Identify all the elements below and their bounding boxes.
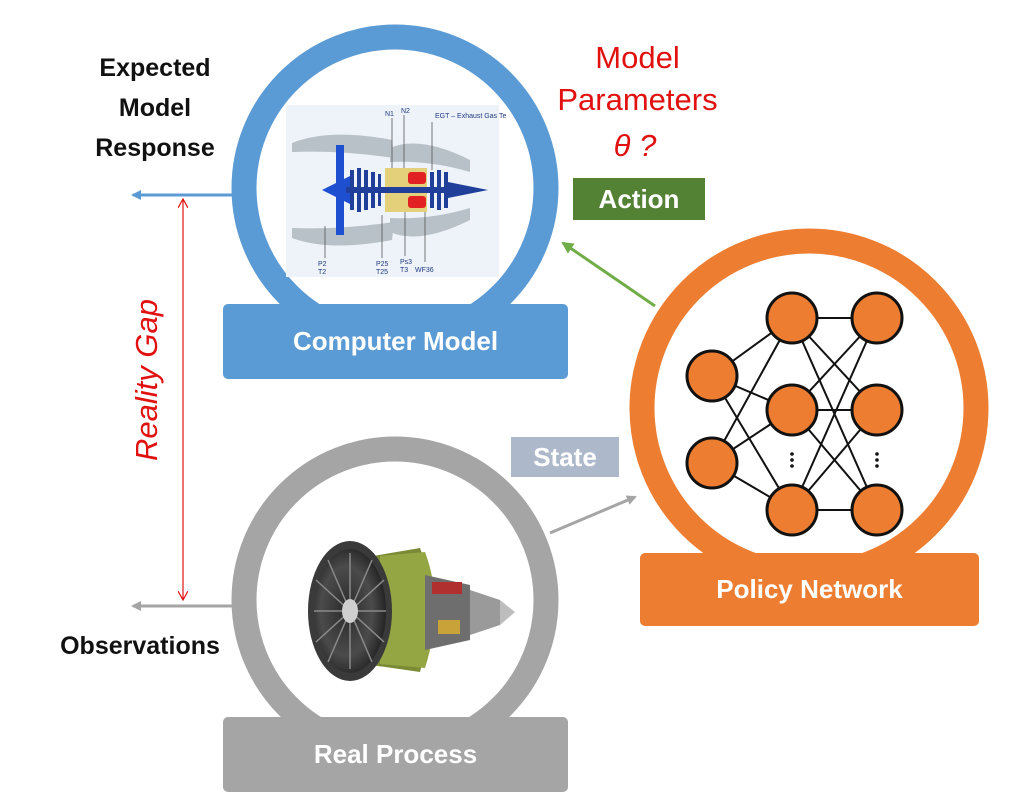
- state-box: [511, 437, 619, 477]
- neural-network-icon: [685, 291, 904, 537]
- schematic-t3-label: T3: [400, 267, 408, 274]
- schematic-p2-label: P2: [318, 261, 327, 268]
- ellipsis-dots: [790, 452, 879, 468]
- turbofan-engine-icon: [308, 541, 515, 681]
- hidden-node-3: [765, 483, 819, 537]
- schematic-p25-label: P25: [376, 261, 389, 268]
- computer-model-box: [223, 304, 568, 379]
- input-node-1: [685, 349, 739, 403]
- schematic-t25-label: T25: [376, 269, 388, 276]
- state-arrow: [549, 495, 637, 535]
- observations-label: Observations: [60, 632, 220, 660]
- turbofan-schematic-icon: N1 N2 EGT – Exhaust Gas Te P2 T2 P25 T25…: [286, 105, 506, 277]
- action-arrow: [561, 241, 656, 308]
- expected-model-response-label: Expected Model Response: [95, 54, 215, 162]
- schematic-n1-label: N1: [385, 111, 394, 118]
- theta-label: θ ?: [613, 128, 657, 163]
- action-box: [573, 178, 705, 220]
- policy-network-label: Policy Network: [716, 574, 903, 604]
- hidden-node-1: [765, 291, 819, 345]
- schematic-t2-label: T2: [318, 269, 326, 276]
- model-parameters-label: Model Parameters: [557, 40, 718, 117]
- hidden-node-2: [765, 383, 819, 437]
- schematic-wf36-label: WF36: [415, 267, 434, 274]
- output-node-3: [850, 483, 904, 537]
- input-node-2: [685, 436, 739, 490]
- policy-network-box: [640, 553, 979, 626]
- state-label: State: [533, 442, 597, 472]
- schematic-ps3-label: Ps3: [400, 259, 412, 266]
- real-process-label: Real Process: [313, 739, 478, 769]
- action-label: Action: [598, 184, 680, 214]
- reality-gap-label: Reality Gap: [129, 299, 164, 461]
- computer-model-label: Computer Model: [292, 326, 499, 356]
- schematic-n2-label: N2: [401, 108, 410, 115]
- output-node-2: [850, 383, 904, 437]
- schematic-egt-label: EGT – Exhaust Gas Te: [435, 113, 506, 120]
- real-process-box: [223, 717, 568, 792]
- output-node-1: [850, 291, 904, 345]
